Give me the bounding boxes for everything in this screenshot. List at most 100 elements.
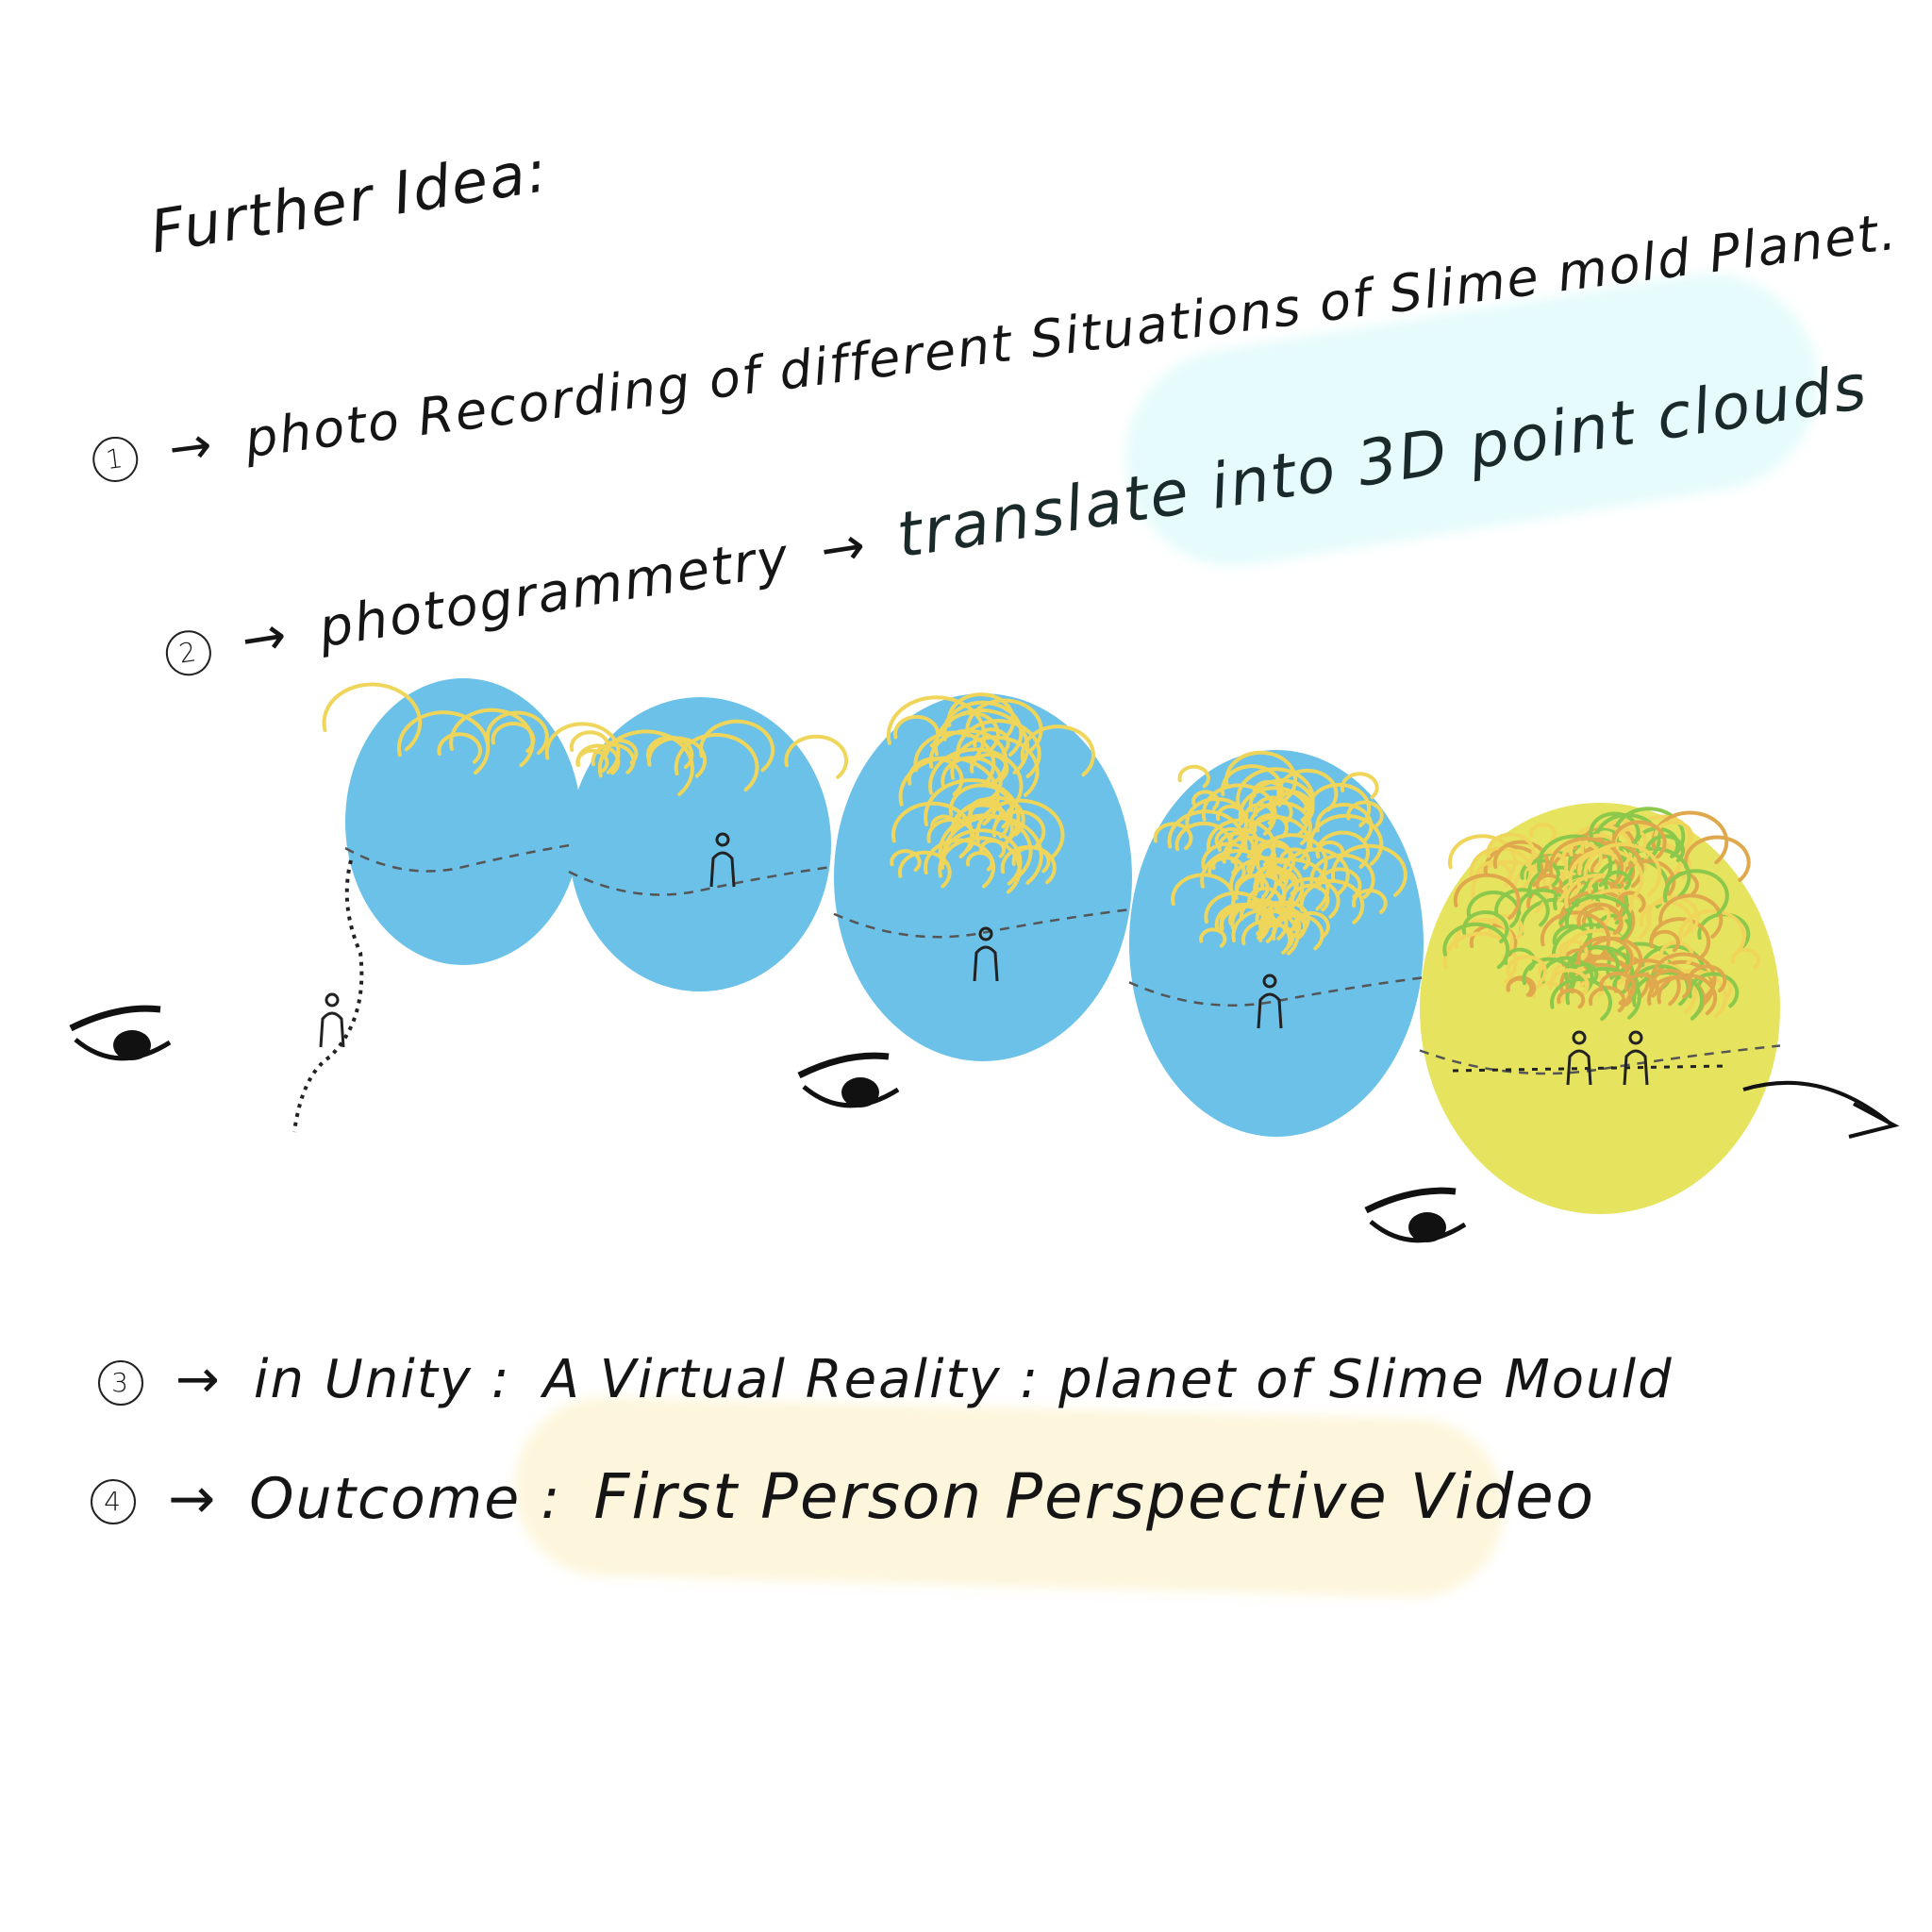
- slime-squiggle: [969, 752, 1009, 781]
- slime-squiggle: [1645, 834, 1686, 863]
- slime-squiggle: [898, 756, 1000, 826]
- slime-squiggle: [647, 736, 708, 778]
- slime-squiggle: [784, 734, 849, 779]
- ground-line: [568, 865, 832, 896]
- slime-squiggle: [575, 748, 609, 773]
- step-label: Outcome :: [249, 1466, 562, 1532]
- person-icon: [1623, 1049, 1649, 1086]
- slime-squiggle: [1208, 856, 1246, 884]
- slime-squiggle: [941, 700, 1024, 758]
- slime-squiggle: [544, 722, 621, 774]
- slime-squiggle: [967, 795, 1025, 837]
- slime-squiggle: [1011, 845, 1051, 874]
- slime-squiggle: [1535, 873, 1563, 894]
- slime-squiggle: [1639, 899, 1693, 938]
- slime-squiggle: [1234, 873, 1287, 910]
- slime-squiggle: [1299, 878, 1365, 924]
- person-icon: [1262, 974, 1277, 989]
- slime-squiggle: [948, 783, 1014, 829]
- slime-squiggle: [1248, 778, 1315, 825]
- slime-squiggle: [1529, 823, 1557, 842]
- slime-squiggle: [1308, 813, 1384, 866]
- slime-squiggle: [1346, 800, 1384, 827]
- slime-squiggle: [698, 719, 775, 773]
- slime-squiggle: [1351, 888, 1388, 914]
- slime-squiggle: [1309, 853, 1375, 899]
- slime-squiggle: [1483, 844, 1544, 888]
- slime-squiggle: [1663, 869, 1729, 915]
- eye-icon: [74, 1038, 172, 1061]
- slime-squiggle: [322, 682, 423, 752]
- slime-squiggle: [1611, 820, 1667, 859]
- slime-squiggle: [1654, 820, 1694, 849]
- person-icon: [709, 851, 736, 888]
- arrow-icon: →: [168, 1466, 218, 1532]
- slime-squiggle: [1548, 968, 1590, 997]
- slime-squiggle: [1657, 973, 1718, 1016]
- slime-squiggle: [1228, 856, 1305, 908]
- person-icon: [715, 832, 730, 847]
- exit-arrow-icon: [1848, 1102, 1900, 1139]
- slime-squiggle: [928, 747, 1024, 813]
- slime-squiggle: [1177, 764, 1210, 789]
- slime-squiggle: [1185, 796, 1249, 841]
- slime-squiggle: [1561, 841, 1603, 871]
- step-marker: 4: [91, 1479, 136, 1525]
- slime-squiggle: [397, 710, 491, 775]
- slime-squiggle: [1564, 894, 1633, 941]
- slime-squiggle: [1486, 832, 1536, 867]
- slime-squiggle: [1276, 768, 1339, 812]
- step-3: 3→in Unity :A Virtual Reality : planet o…: [98, 1349, 1674, 1410]
- slime-squiggle: [1461, 910, 1509, 943]
- slime-squiggle: [1222, 835, 1277, 874]
- slime-squiggle: [1466, 890, 1521, 928]
- slime-squiggle: [1219, 902, 1278, 943]
- slime-squiggle: [991, 809, 1046, 848]
- slime-squiggle: [1649, 929, 1680, 953]
- slime-squiggle: [1550, 977, 1612, 1022]
- slime-squiggle: [1576, 902, 1624, 936]
- slime-squiggle: [1469, 846, 1533, 891]
- eye-icon: [1364, 1187, 1457, 1214]
- planet-4: [1129, 750, 1424, 1137]
- slime-squiggle: [1583, 841, 1662, 897]
- slime-squiggle: [1448, 834, 1517, 883]
- eye-icon: [1369, 1220, 1467, 1243]
- slime-squiggle: [907, 757, 964, 796]
- eye-icon: [69, 1005, 161, 1032]
- ground-line: [833, 908, 1133, 939]
- slime-squiggle: [930, 814, 958, 835]
- slime-squiggle: [1453, 873, 1521, 921]
- slime-squiggle: [938, 813, 1033, 879]
- slime-squiggle: [1020, 724, 1095, 777]
- slime-squiggle: [674, 732, 759, 792]
- eye-icon: [802, 1085, 900, 1108]
- slime-squiggle: [1253, 839, 1292, 867]
- planet-5: [1420, 803, 1780, 1214]
- slime-squiggle: [890, 849, 922, 873]
- slime-squiggle: [1315, 802, 1374, 843]
- person-icon: [1566, 1049, 1592, 1086]
- slime-squiggle: [1469, 923, 1518, 958]
- planet-3: [834, 693, 1132, 1061]
- slime-squiggle: [1442, 931, 1518, 984]
- slime-squiggle: [1454, 918, 1515, 960]
- ground-line: [344, 841, 582, 873]
- slime-squiggle: [1171, 873, 1236, 919]
- slime-squiggle: [1191, 790, 1220, 810]
- slime-squiggle: [1442, 922, 1510, 970]
- slime-squiggle: [1206, 818, 1276, 867]
- slime-squiggle: [934, 708, 1030, 774]
- step-4: 4→Outcome :First Person Perspective Vide…: [91, 1460, 1595, 1533]
- slime-squiggle: [1612, 807, 1686, 858]
- slime-squiggle: [1649, 968, 1691, 999]
- slime-squiggle: [975, 798, 1065, 860]
- slime-squiggle: [1565, 966, 1641, 1020]
- slime-squiggle: [1153, 822, 1193, 851]
- slime-squiggle: [1598, 971, 1637, 998]
- slime-squiggle: [965, 698, 1043, 753]
- slime-squiggle: [1256, 833, 1328, 884]
- person-icon: [1572, 1030, 1587, 1045]
- slime-squiggle: [1593, 813, 1661, 860]
- person-icon: [1628, 1030, 1643, 1045]
